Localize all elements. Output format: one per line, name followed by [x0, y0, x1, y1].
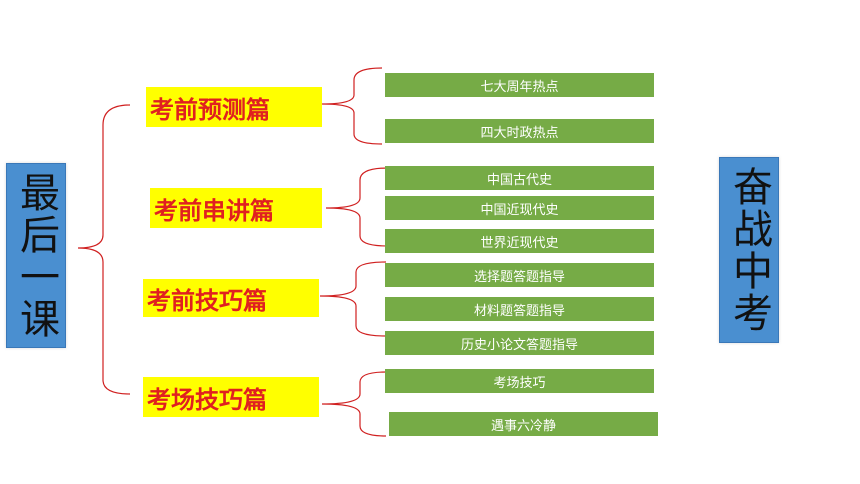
left-title: 最后一课: [13, 171, 59, 340]
item-4-2: 遇事六冷静: [389, 412, 658, 436]
item-4-1: 考场技巧: [385, 369, 654, 393]
section2-bracket: [325, 167, 389, 247]
right-title-box: 奋战中考: [719, 157, 779, 343]
item-2-2: 中国近现代史: [385, 196, 654, 220]
item-2-1: 中国古代史: [385, 166, 654, 190]
item-3-3: 历史小论文答题指导: [385, 331, 654, 355]
item-3-2: 材料题答题指导: [385, 297, 654, 321]
left-title-box: 最后一课: [6, 163, 66, 348]
section-label-4: 考场技巧篇: [143, 377, 319, 417]
section-label-1: 考前预测篇: [146, 87, 322, 127]
item-2-3: 世界近现代史: [385, 229, 654, 253]
section3-bracket: [319, 261, 387, 337]
section-label-3: 考前技巧篇: [143, 279, 319, 317]
item-1-2: 四大时政热点: [385, 119, 654, 143]
item-3-1: 选择题答题指导: [385, 263, 654, 287]
section4-bracket: [321, 371, 387, 437]
section1-bracket: [321, 67, 383, 145]
right-title: 奋战中考: [726, 166, 772, 334]
item-1-1: 七大周年热点: [385, 73, 654, 97]
section-label-2: 考前串讲篇: [150, 188, 322, 228]
main-bracket: [77, 104, 131, 395]
